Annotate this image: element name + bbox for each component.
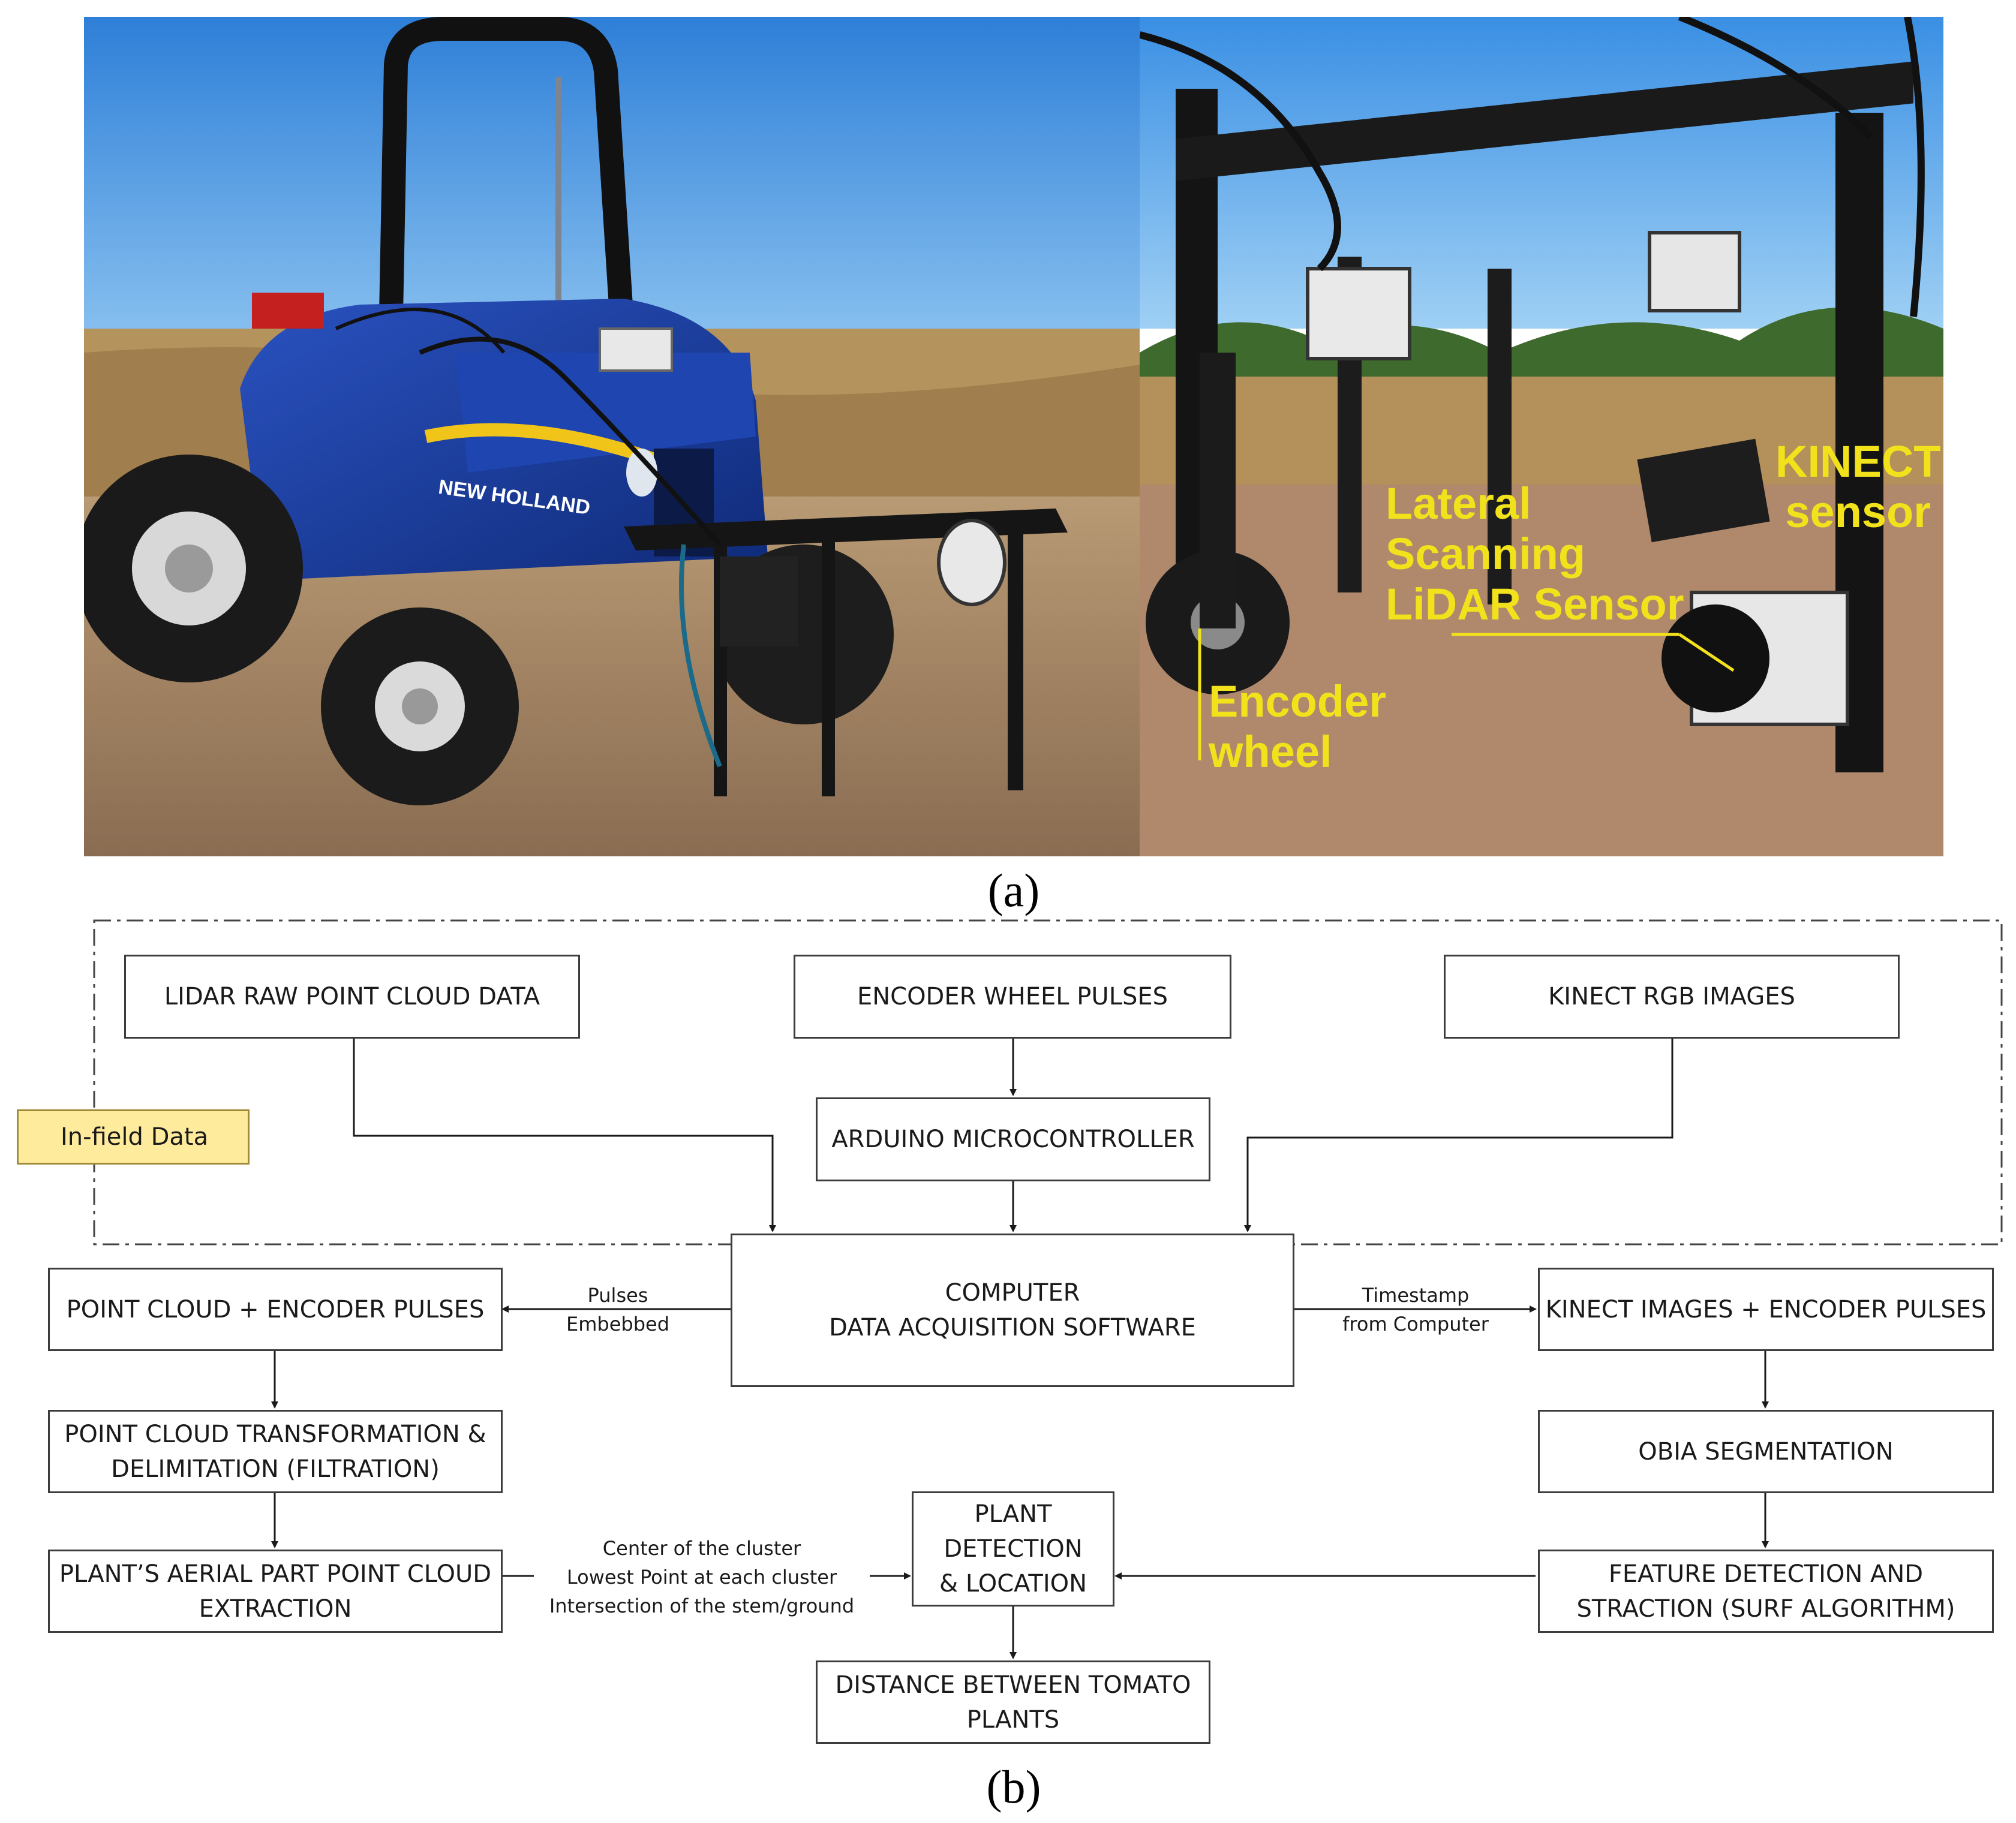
arrow-kinect-to-computer (1244, 1039, 1674, 1232)
plant-detection-location-box: PLANT DETECTION & LOCATION (912, 1491, 1114, 1607)
sensor-frame-photo: KINECT sensor Lateral Scanning LiDAR Sen… (1140, 17, 1943, 856)
pulses-embedded-label: Pulses Embebbed (566, 1284, 669, 1335)
kinect-sensor-annotation: KINECT sensor (1775, 437, 1941, 537)
feature-detection-box: FEATURE DETECTION AND STRACTION (SURF AL… (1538, 1550, 1994, 1633)
encoder-wheel-annotation: Encoder wheel (1209, 676, 1387, 777)
distance-between-plants-box: DISTANCE BETWEEN TOMATO PLANTS (816, 1660, 1210, 1744)
kinect-rgb-images-box: KINECT RGB IMAGES (1444, 955, 1900, 1039)
encoder-wheel-pulses-box: ENCODER WHEEL PULSES (794, 955, 1231, 1039)
sensor-frame-drawing (1140, 17, 1943, 856)
point-cloud-transformation-box: POINT CLOUD TRANSFORMATION & DELIMITATIO… (48, 1410, 503, 1493)
lidar-raw-point-cloud-box: LIDAR RAW POINT CLOUD DATA (124, 955, 580, 1039)
in-field-data-tag: In-field Data (17, 1109, 250, 1165)
aerial-part-extraction-box: PLANT’S AERIAL PART POINT CLOUD EXTRACTI… (48, 1550, 503, 1633)
tractor-photo: NEW HOLLAND (84, 17, 1140, 856)
obia-segmentation-box: OBIA SEGMENTATION (1538, 1410, 1994, 1493)
lidar-sensor-annotation: Lateral Scanning LiDAR Sensor (1386, 479, 1684, 629)
caption-b: (b) (986, 1761, 1041, 1813)
caption-a: (a) (987, 864, 1040, 916)
tractor-photo-drawing: NEW HOLLAND (84, 17, 1140, 856)
point-cloud-encoder-pulses-box: POINT CLOUD + ENCODER PULSES (48, 1268, 503, 1351)
arduino-microcontroller-box: ARDUINO MICROCONTROLLER (816, 1097, 1210, 1181)
timestamp-label: Timestamp from Computer (1342, 1284, 1489, 1335)
kinect-images-encoder-pulses-box: KINECT IMAGES + ENCODER PULSES (1538, 1268, 1994, 1351)
arrow-lidar-to-computer (353, 1039, 776, 1232)
cluster-criteria-label: Center of the cluster Lowest Point at ea… (549, 1537, 855, 1617)
computer-data-acquisition-box: COMPUTER DATA ACQUISITION SOFTWARE (731, 1234, 1294, 1387)
